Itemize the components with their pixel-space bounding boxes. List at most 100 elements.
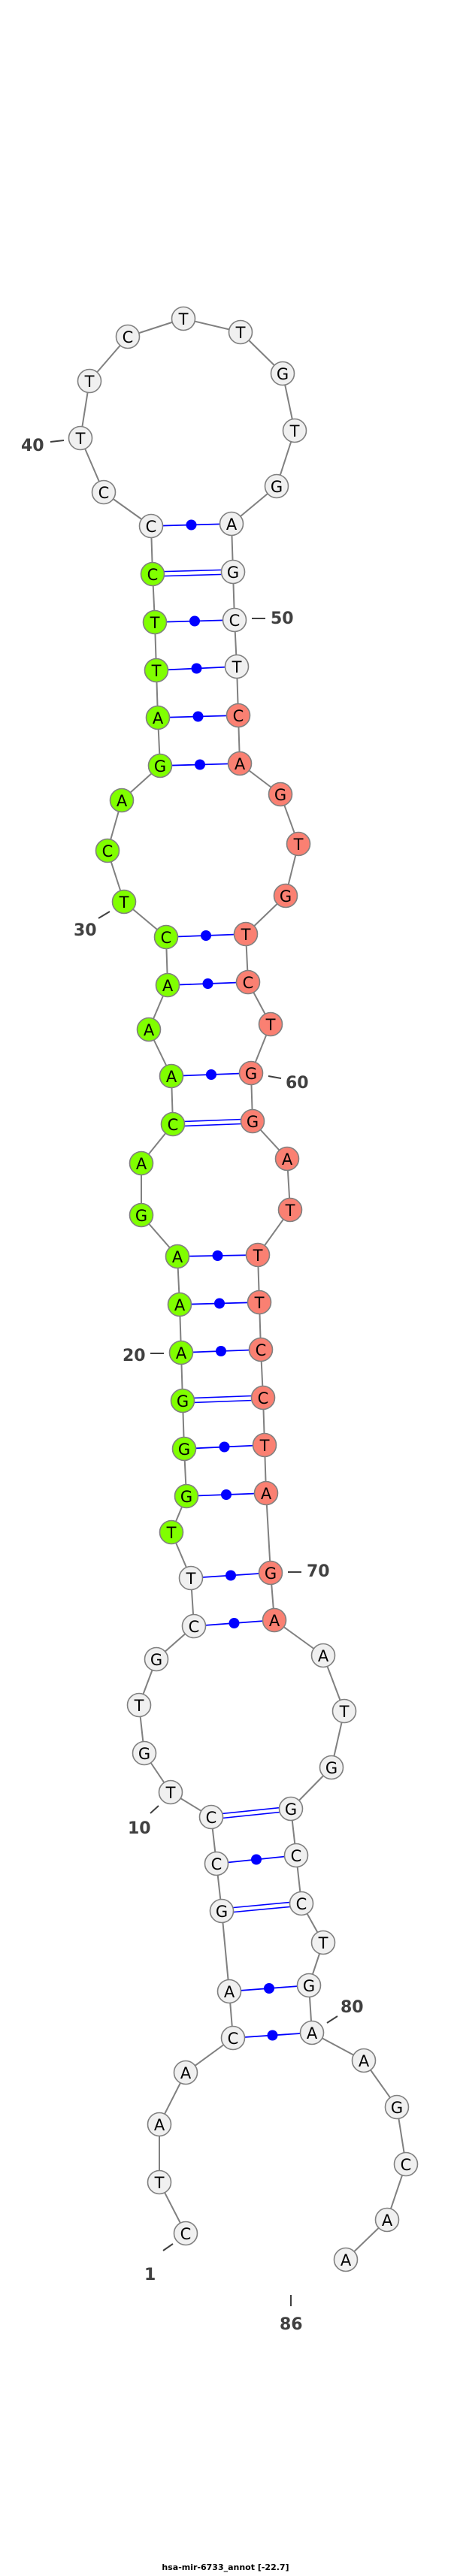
nucleotide-circle <box>268 782 293 807</box>
nucleotide-circle <box>153 924 179 950</box>
nucleotide-39: C <box>91 479 117 505</box>
wobble-pair-dot <box>186 519 197 531</box>
nucleotide-45: G <box>270 361 295 386</box>
nucleotide-82: G <box>384 2094 410 2120</box>
nucleotide-20: A <box>168 1340 194 1365</box>
nucleotide-letter: G <box>325 1759 337 1777</box>
nucleotide-44: T <box>228 319 253 345</box>
nucleotide-circle <box>173 2060 198 2085</box>
position-label-86: 86 <box>280 2315 303 2334</box>
nucleotide-circle <box>115 324 141 349</box>
nucleotide-circle <box>147 2169 172 2195</box>
nucleotide-49: G <box>220 559 246 585</box>
nucleotide-circle <box>245 1242 271 1268</box>
nucleotide-36: T <box>142 609 168 635</box>
nucleotide-letter: C <box>168 1116 179 1134</box>
nucleotide-circle <box>155 972 180 998</box>
wobble-pair-dot <box>267 2030 278 2041</box>
nucleotide-circle <box>319 1755 344 1780</box>
nucleotide-34: A <box>145 705 171 730</box>
nucleotide-letter: T <box>318 1934 328 1952</box>
nucleotide-29: C <box>153 924 179 950</box>
nucleotide-55: T <box>286 831 311 857</box>
nucleotide-4: A <box>173 2060 198 2085</box>
nucleotide-circle <box>129 1202 154 1228</box>
position-label-80: 80 <box>341 1998 364 2017</box>
nucleotide-letter: T <box>232 658 242 676</box>
nucleotide-circle <box>222 607 247 633</box>
nucleotide-circle <box>178 1565 204 1591</box>
nucleotide-letter: T <box>293 836 304 854</box>
nucleotide-5: C <box>220 2025 246 2051</box>
nucleotide-letter: A <box>153 709 164 727</box>
nucleotide-circle <box>240 1108 265 1134</box>
nucleotide-letter: T <box>339 1703 350 1721</box>
nucleotide-78: T <box>310 1930 336 1955</box>
base-pairs <box>150 519 313 2041</box>
nucleotide-letter: G <box>216 1903 228 1921</box>
nucleotide-85: A <box>333 2247 359 2272</box>
nucleotide-circle <box>351 2048 377 2073</box>
nucleotide-letter: G <box>138 1745 150 1763</box>
nucleotide-letter: T <box>84 373 95 391</box>
nucleotide-10: T <box>158 1779 183 1805</box>
nucleotide-letter: C <box>147 566 159 584</box>
nucleotide-letter: C <box>206 1809 217 1827</box>
nucleotide-41: T <box>77 368 102 394</box>
nucleotide-circle <box>270 361 295 386</box>
nucleotide-71: A <box>262 1607 287 1633</box>
nucleotide-8: C <box>204 1851 229 1876</box>
nucleotide-letter: A <box>318 1647 329 1665</box>
nucleotide-letter: G <box>227 564 239 582</box>
position-label-50: 50 <box>271 609 294 628</box>
wobble-pair-dot <box>229 1618 240 1628</box>
nucleotide-circle <box>174 1483 199 1509</box>
nucleotide-circle <box>181 1613 207 1639</box>
nucleotide-circle <box>111 889 137 915</box>
nucleotide-letter: A <box>144 1021 155 1039</box>
wobble-pair-dot <box>221 1489 232 1500</box>
nucleotide-circle <box>310 1643 336 1668</box>
nucleotide-circle <box>299 2020 325 2045</box>
nucleotide-letter: T <box>178 310 189 328</box>
nucleotide-61: G <box>240 1108 265 1134</box>
wobble-pair-dot <box>214 1298 225 1309</box>
nucleotide-letter: A <box>174 1296 186 1314</box>
nucleotide-letter: G <box>177 1392 189 1410</box>
nucleotide-circle <box>277 1197 303 1223</box>
backbone <box>80 318 407 2260</box>
nucleotide-circle <box>132 1740 157 1766</box>
nucleotide-9: C <box>198 1804 224 1830</box>
nucleotide-circle <box>91 479 117 505</box>
nucleotide-31: C <box>95 838 120 863</box>
position-label-10: 10 <box>128 1819 151 1838</box>
nucleotide-circle <box>264 473 289 499</box>
gc-pair-line <box>152 573 234 577</box>
wobble-pair-dot <box>226 1570 236 1581</box>
wobble-pair-dot <box>219 1441 230 1453</box>
gc-pair-line <box>172 1118 253 1123</box>
nucleotide-53: A <box>227 751 253 776</box>
nucleotide-letter: G <box>180 1488 192 1506</box>
nucleotide-circle <box>158 1779 183 1805</box>
position-label-1: 1 <box>144 2266 156 2284</box>
nucleotide-letter: C <box>243 974 254 992</box>
wobble-pair-dot <box>192 711 204 722</box>
nucleotide-28: A <box>155 972 180 998</box>
nucleotide-38: C <box>138 513 164 539</box>
nucleotide-6: A <box>216 1979 242 2004</box>
gc-pair-line <box>221 1900 302 1909</box>
nucleotide-letter: A <box>166 1068 177 1086</box>
nucleotide-16: T <box>159 1519 184 1545</box>
nucleotide-1: C <box>173 2221 198 2246</box>
nucleotide-12: T <box>126 1692 152 1718</box>
backbone-link <box>265 1492 271 1574</box>
nucleotide-letter: G <box>274 786 286 804</box>
nucleotide-circle <box>129 1150 154 1176</box>
nucleotide-circle <box>228 319 253 345</box>
gc-pair-line <box>210 1810 292 1820</box>
position-tick <box>50 440 65 443</box>
nucleotide-circle <box>253 1480 279 1506</box>
nucleotide-60: G <box>238 1060 264 1086</box>
